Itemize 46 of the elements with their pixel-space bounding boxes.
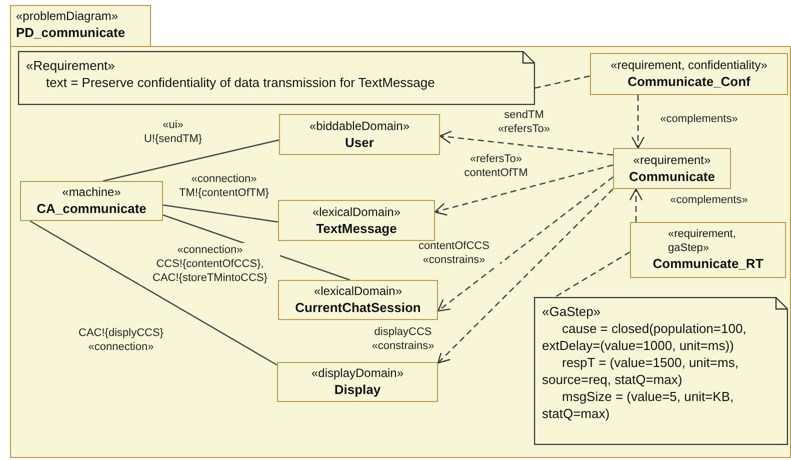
stereotype: «problemDiagram»: [16, 8, 120, 24]
class-box: [613, 148, 731, 189]
note-text: respT = (value=1500, unit=ms, source=req, statQ=max): [542, 354, 740, 388]
dependency-arrow: [439, 130, 614, 156]
class-box: [277, 362, 438, 402]
connector-line: [554, 251, 630, 298]
stereotype: «biddableDomain»: [309, 118, 410, 134]
dependency-arrow: [437, 188, 614, 364]
class-box: [279, 114, 440, 155]
edge-label: «connection» CCS!{contentOfCCS}, CAC!{storeTMintoCCS}: [140, 243, 280, 285]
diagram-name: PD_communicate: [16, 24, 126, 42]
dependency-arrow: [631, 95, 645, 149]
connector-line: [102, 139, 280, 182]
dependency-arrow: [437, 176, 614, 312]
class-box: [20, 181, 163, 221]
stereotype: «requirement, confidentiality»: [610, 57, 768, 73]
element-name: CurrentChatSession: [295, 299, 421, 317]
stereotype: «requirement, gaStep»: [668, 227, 737, 255]
class-box: [278, 200, 435, 241]
stereotype: «Requirement»: [26, 57, 116, 74]
element-name: Communicate: [629, 168, 715, 186]
dependency-arrow: [434, 164, 614, 216]
element-name: CA_communicate: [36, 200, 146, 218]
stereotype: «requirement»: [633, 152, 711, 168]
note-box: [18, 51, 535, 105]
element-name: User: [345, 134, 374, 152]
dependency-arrow: [629, 188, 643, 222]
element-name: Display: [334, 381, 381, 399]
element-name: Communicate_Conf: [628, 73, 750, 91]
stereotype: «lexicalDomain»: [312, 204, 401, 220]
class-box: [278, 280, 438, 320]
connector-line: [534, 75, 590, 89]
stereotype: «GaStep»: [542, 303, 602, 320]
note-text: text = Preserve confidentiality of data transmission for TextMessage: [45, 74, 436, 91]
note-text: msgSize = (value=5, unit=KB, statQ=max): [542, 388, 735, 422]
element-name: Communicate_RT: [652, 255, 764, 273]
element-name: TextMessage: [316, 220, 397, 238]
stereotype: «machine»: [62, 184, 121, 200]
connector-line: [30, 220, 278, 366]
note-box: [534, 297, 788, 445]
stereotype: «displayDomain»: [311, 365, 404, 381]
class-box: [630, 222, 786, 278]
note-text: cause = closed(population=100, extDelay=(value=1000, unit=ms)): [542, 320, 748, 354]
stereotype: «lexicalDomain»: [314, 283, 402, 299]
class-box: [590, 53, 788, 95]
connector-line: [162, 204, 278, 223]
